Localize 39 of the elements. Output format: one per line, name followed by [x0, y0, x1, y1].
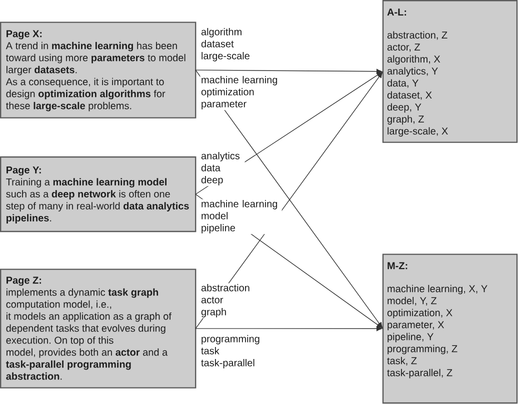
list-entry: task, Z	[387, 356, 417, 366]
paragraph: Training a machine learning model such as a deep network is often one step of many in real-world data analytics pipelines.	[6, 178, 189, 224]
box-heading: A-L:	[387, 8, 406, 16]
index-box	[382, 254, 518, 404]
box-heading: Page Z:	[6, 276, 41, 286]
list-entry: graph, Z	[387, 115, 424, 125]
text-box	[0, 268, 196, 388]
paragraph: As a consequence, it is important to design optimization algorithms for these large-scale problems.	[6, 78, 166, 112]
edge-label: machine learning model pipeline	[200, 199, 282, 234]
box-heading: Page X:	[6, 30, 42, 40]
edge-label: abstraction actor graph	[200, 283, 255, 318]
text-box	[0, 156, 196, 232]
list-entry: programming, Z	[388, 344, 458, 354]
list-entry: actor, Z	[387, 44, 420, 52]
list-entry: optimization, X	[387, 308, 452, 318]
list-entry: abstraction, Z	[387, 31, 448, 40]
box-heading: M-Z:	[388, 262, 408, 270]
list-entry: pipeline, Y	[388, 332, 434, 342]
edge-label: algorithm dataset large-scale	[200, 27, 255, 62]
paragraph: A trend in machine learning has been toward using more parameters to model larger datasets.	[6, 42, 186, 76]
box-heading: Page Y:	[6, 166, 41, 176]
edge-label: analytics data deep	[200, 151, 245, 186]
edge-label: programming task task-parallel	[200, 334, 265, 370]
list-entry: model, Y, Z	[388, 296, 437, 306]
list-entry: algorithm, X	[387, 55, 440, 65]
index-box	[382, 0, 518, 143]
list-entry: parameter, X	[388, 321, 444, 330]
text-box	[0, 22, 196, 118]
arrow	[195, 326, 382, 332]
list-entry: analytics, Y	[387, 67, 438, 77]
arrow	[195, 68, 382, 74]
list-entry: dataset, X	[387, 91, 432, 100]
list-entry: deep, Y	[387, 103, 422, 113]
list-entry: large-scale, X	[388, 127, 448, 137]
list-entry: data, Y	[387, 79, 418, 88]
paragraph: model, provides both an actor and a task-parallel programming abstraction.	[6, 348, 168, 380]
edge-label: machine learning optimization parameter	[200, 75, 282, 110]
list-entry: machine learning, X, Y	[388, 284, 488, 294]
list-entry: task-parallel, Z	[387, 368, 452, 378]
